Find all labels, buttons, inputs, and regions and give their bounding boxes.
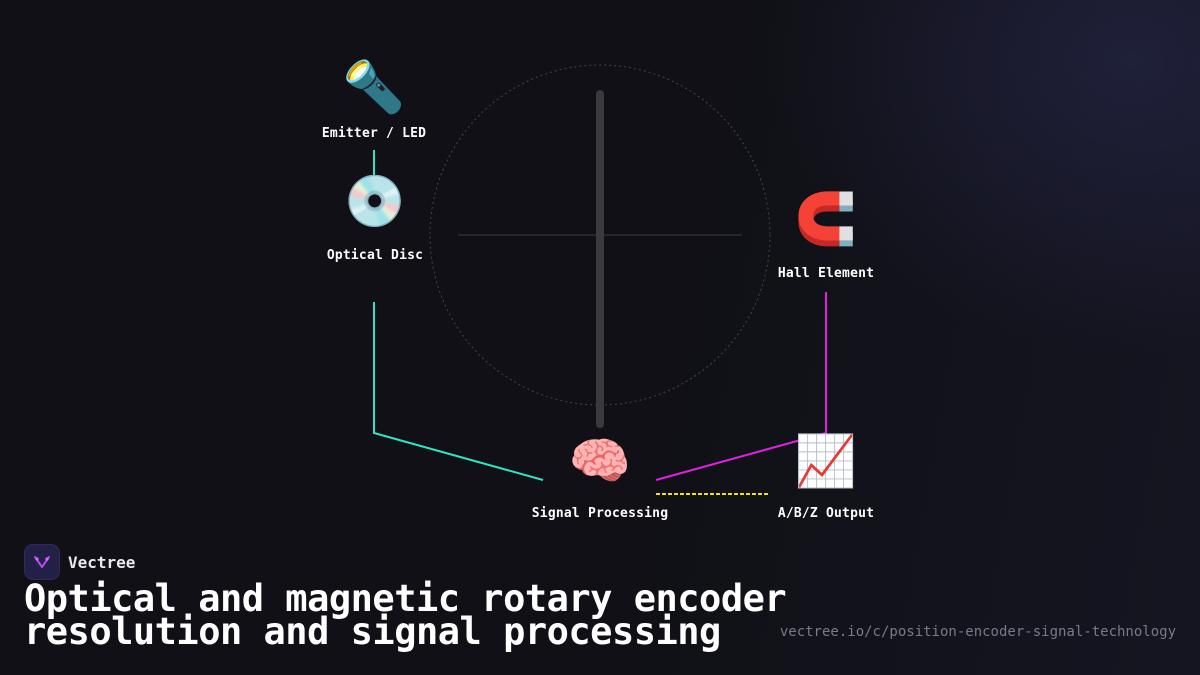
source-url[interactable]: vectree.io/c/position-encoder-signal-tec… <box>779 624 1176 640</box>
node-label-hall-element: Hall Element <box>777 266 875 281</box>
vectree-logo-icon <box>24 544 60 580</box>
brand: Vectree <box>24 544 135 580</box>
wire-hall-signal <box>655 292 827 481</box>
magnet-icon: 🧲 <box>794 190 858 248</box>
optical-disc-icon: 💿 <box>343 172 407 230</box>
node-optical-disc: 💿 Optical Disc <box>295 172 455 263</box>
wire-disc-signal <box>373 302 544 481</box>
brand-name: Vectree <box>68 552 136 572</box>
node-label-signal-processing: Signal Processing <box>531 506 669 521</box>
flashlight-icon: 🔦 <box>342 58 406 116</box>
chart-increasing-icon: 📈 <box>794 432 858 490</box>
node-label-optical-disc: Optical Disc <box>326 248 424 263</box>
node-hall-element: 🧲 Hall Element <box>746 190 906 281</box>
node-emitter: 🔦 Emitter / LED <box>294 58 454 141</box>
node-abz-output: 📈 A/B/Z Output <box>746 432 906 521</box>
brain-icon: 🧠 <box>568 432 632 490</box>
page-title: Optical and magnetic rotary encoder reso… <box>24 577 787 653</box>
node-signal-processing: 🧠 Signal Processing <box>520 432 680 521</box>
node-label-abz-output: A/B/Z Output <box>777 506 875 521</box>
shaft <box>596 90 604 428</box>
node-label-emitter: Emitter / LED <box>321 126 427 141</box>
